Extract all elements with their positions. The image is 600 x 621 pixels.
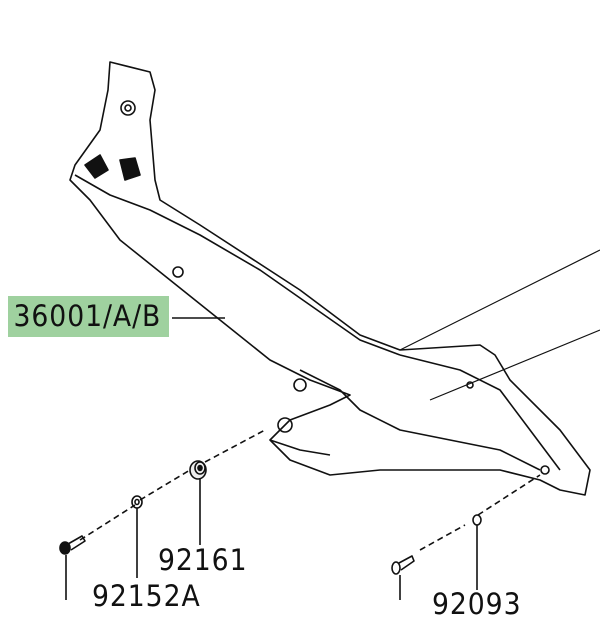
side-fairing-part bbox=[69, 61, 591, 496]
parts-diagram bbox=[59, 61, 600, 600]
grommet-icon bbox=[189, 460, 207, 480]
part-label-92161[interactable]: 92161 bbox=[158, 543, 248, 577]
screw-icon bbox=[391, 555, 415, 575]
part-label-92152A[interactable]: 92152A bbox=[92, 579, 201, 613]
part-label-92093[interactable]: 92093 bbox=[432, 587, 522, 621]
part-label-36001[interactable]: 36001/A/B bbox=[8, 296, 169, 337]
washer-icon bbox=[131, 495, 143, 509]
washer-icon bbox=[472, 514, 482, 526]
screw-icon bbox=[59, 535, 86, 555]
